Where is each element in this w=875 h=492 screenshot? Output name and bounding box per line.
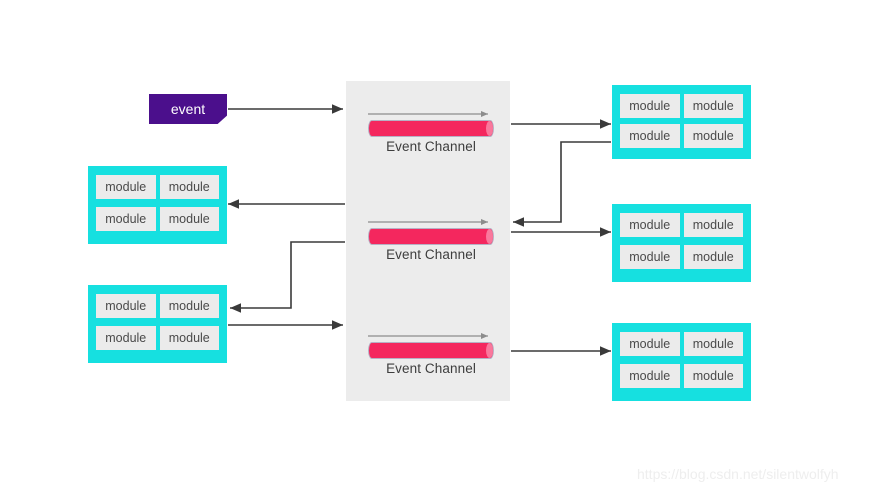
event-channel-label: Event Channel [386,361,476,376]
event-channel-panel: Event Channel Event Channel Event Channe… [346,81,510,401]
connector-channel2-to-left-bottom [230,241,345,313]
channel-flow-arrow-icon [368,218,488,226]
module-cell: module [159,175,219,199]
event-box-label: event [170,101,206,117]
module-group-left-bottom[interactable]: module module module module [88,285,227,363]
module-cell: module [620,124,680,148]
event-channel-1[interactable]: Event Channel [368,110,494,166]
module-cell: module [683,332,743,356]
event-channel-2[interactable]: Event Channel [368,218,494,274]
module-cell: module [159,326,219,350]
channel-flow-arrow-icon [368,110,488,118]
channel-flow-arrow-icon [368,332,488,340]
module-cell: module [96,207,156,231]
channel-cylinder-cap [486,343,493,358]
event-channel-3[interactable]: Event Channel [368,332,494,388]
module-cell: module [683,364,743,388]
module-group-right-bottom[interactable]: module module module module [612,323,751,401]
event-channel-label: Event Channel [386,247,476,262]
watermark: https://blog.csdn.net/silentwolfyh [637,466,839,482]
module-group-right-top[interactable]: module module module module [612,85,751,159]
channel-cylinder-cap [486,229,493,244]
event-box[interactable]: event [149,94,227,124]
module-cell: module [620,245,680,269]
event-channel-label: Event Channel [386,139,476,154]
module-cell: module [620,94,680,118]
module-cell: module [620,332,680,356]
module-cell: module [96,175,156,199]
module-cell: module [620,364,680,388]
connector-right-top-to-channel2 [513,141,611,227]
channel-cylinder-cap [486,121,493,136]
channel-cylinder [368,228,494,245]
channel-cylinder [368,120,494,137]
channel-cylinder [368,342,494,359]
module-cell: module [96,294,156,318]
module-cell: module [159,207,219,231]
module-group-left-middle[interactable]: module module module module [88,166,227,244]
module-cell: module [159,294,219,318]
module-group-right-middle[interactable]: module module module module [612,204,751,282]
module-cell: module [683,245,743,269]
module-cell: module [683,94,743,118]
module-cell: module [683,124,743,148]
module-cell: module [620,213,680,237]
module-cell: module [683,213,743,237]
module-cell: module [96,326,156,350]
